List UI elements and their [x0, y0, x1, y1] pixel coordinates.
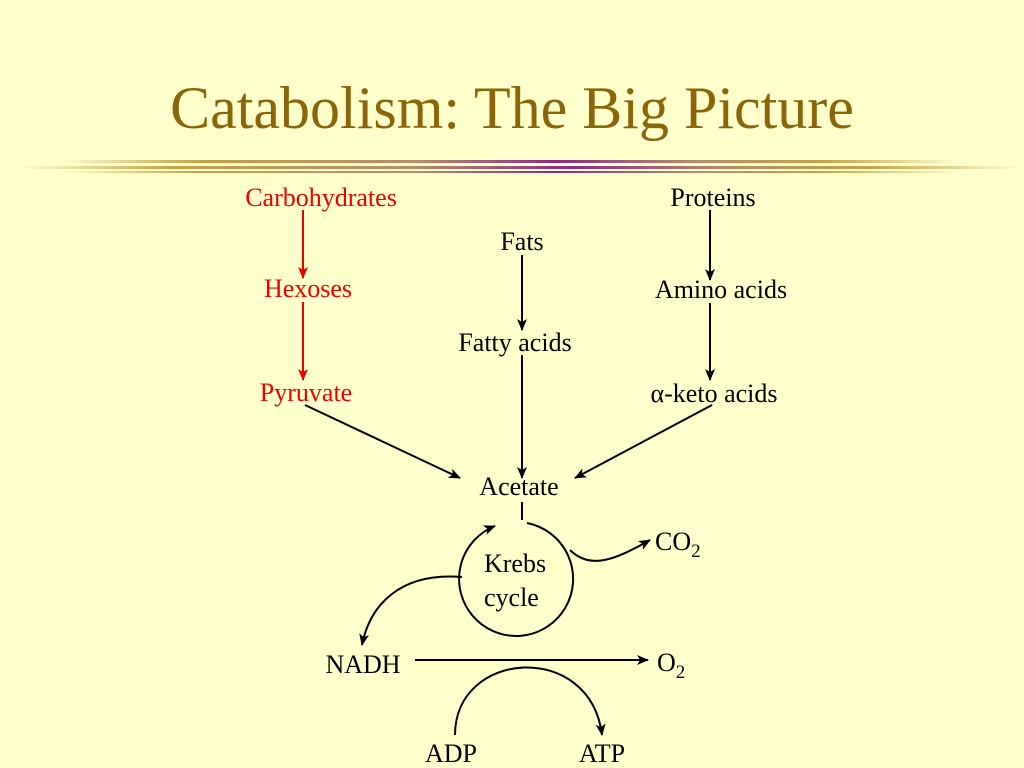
- label-atp: ATP: [579, 739, 625, 768]
- o2-subscript: 2: [676, 662, 686, 683]
- label-krebs: Krebs: [484, 549, 546, 578]
- krebs-cycle-circle: [458, 522, 575, 637]
- arrow-keto-acids-to-acetate: [574, 404, 713, 479]
- co2-main: CO: [655, 527, 691, 556]
- arrow-krebs-to-co2: [569, 539, 651, 562]
- co2-subscript: 2: [691, 541, 701, 562]
- o2-main: O: [657, 648, 676, 677]
- label-co2: CO2: [655, 527, 701, 562]
- arrow-adp-to-atp: [454, 666, 606, 736]
- arrow-krebs-to-nadh: [359, 575, 463, 646]
- label-keto-acids: α-keto acids: [651, 379, 778, 408]
- label-pyruvate: Pyruvate: [260, 378, 352, 407]
- label-amino-acids: Amino acids: [655, 275, 787, 304]
- label-o2: O2: [657, 648, 685, 683]
- label-fatty-acids: Fatty acids: [458, 328, 571, 357]
- label-acetate: Acetate: [479, 472, 558, 501]
- title-divider: [0, 160, 1024, 174]
- label-proteins: Proteins: [670, 183, 755, 212]
- label-fats: Fats: [500, 227, 543, 256]
- label-nadh: NADH: [325, 650, 400, 679]
- divider-line-top: [60, 160, 960, 163]
- label-adp: ADP: [425, 739, 477, 768]
- keto-acids-text: -keto acids: [664, 379, 777, 408]
- divider-line-middle: [20, 166, 1020, 169]
- arrow-pyruvate-to-acetate: [304, 404, 461, 479]
- label-hexoses: Hexoses: [264, 274, 352, 303]
- divider-line-bottom: [60, 171, 960, 173]
- slide-title: Catabolism: The Big Picture: [170, 75, 854, 141]
- label-cycle: cycle: [484, 583, 539, 612]
- label-carbohydrates: Carbohydrates: [245, 183, 397, 212]
- alpha-symbol: α: [651, 379, 665, 408]
